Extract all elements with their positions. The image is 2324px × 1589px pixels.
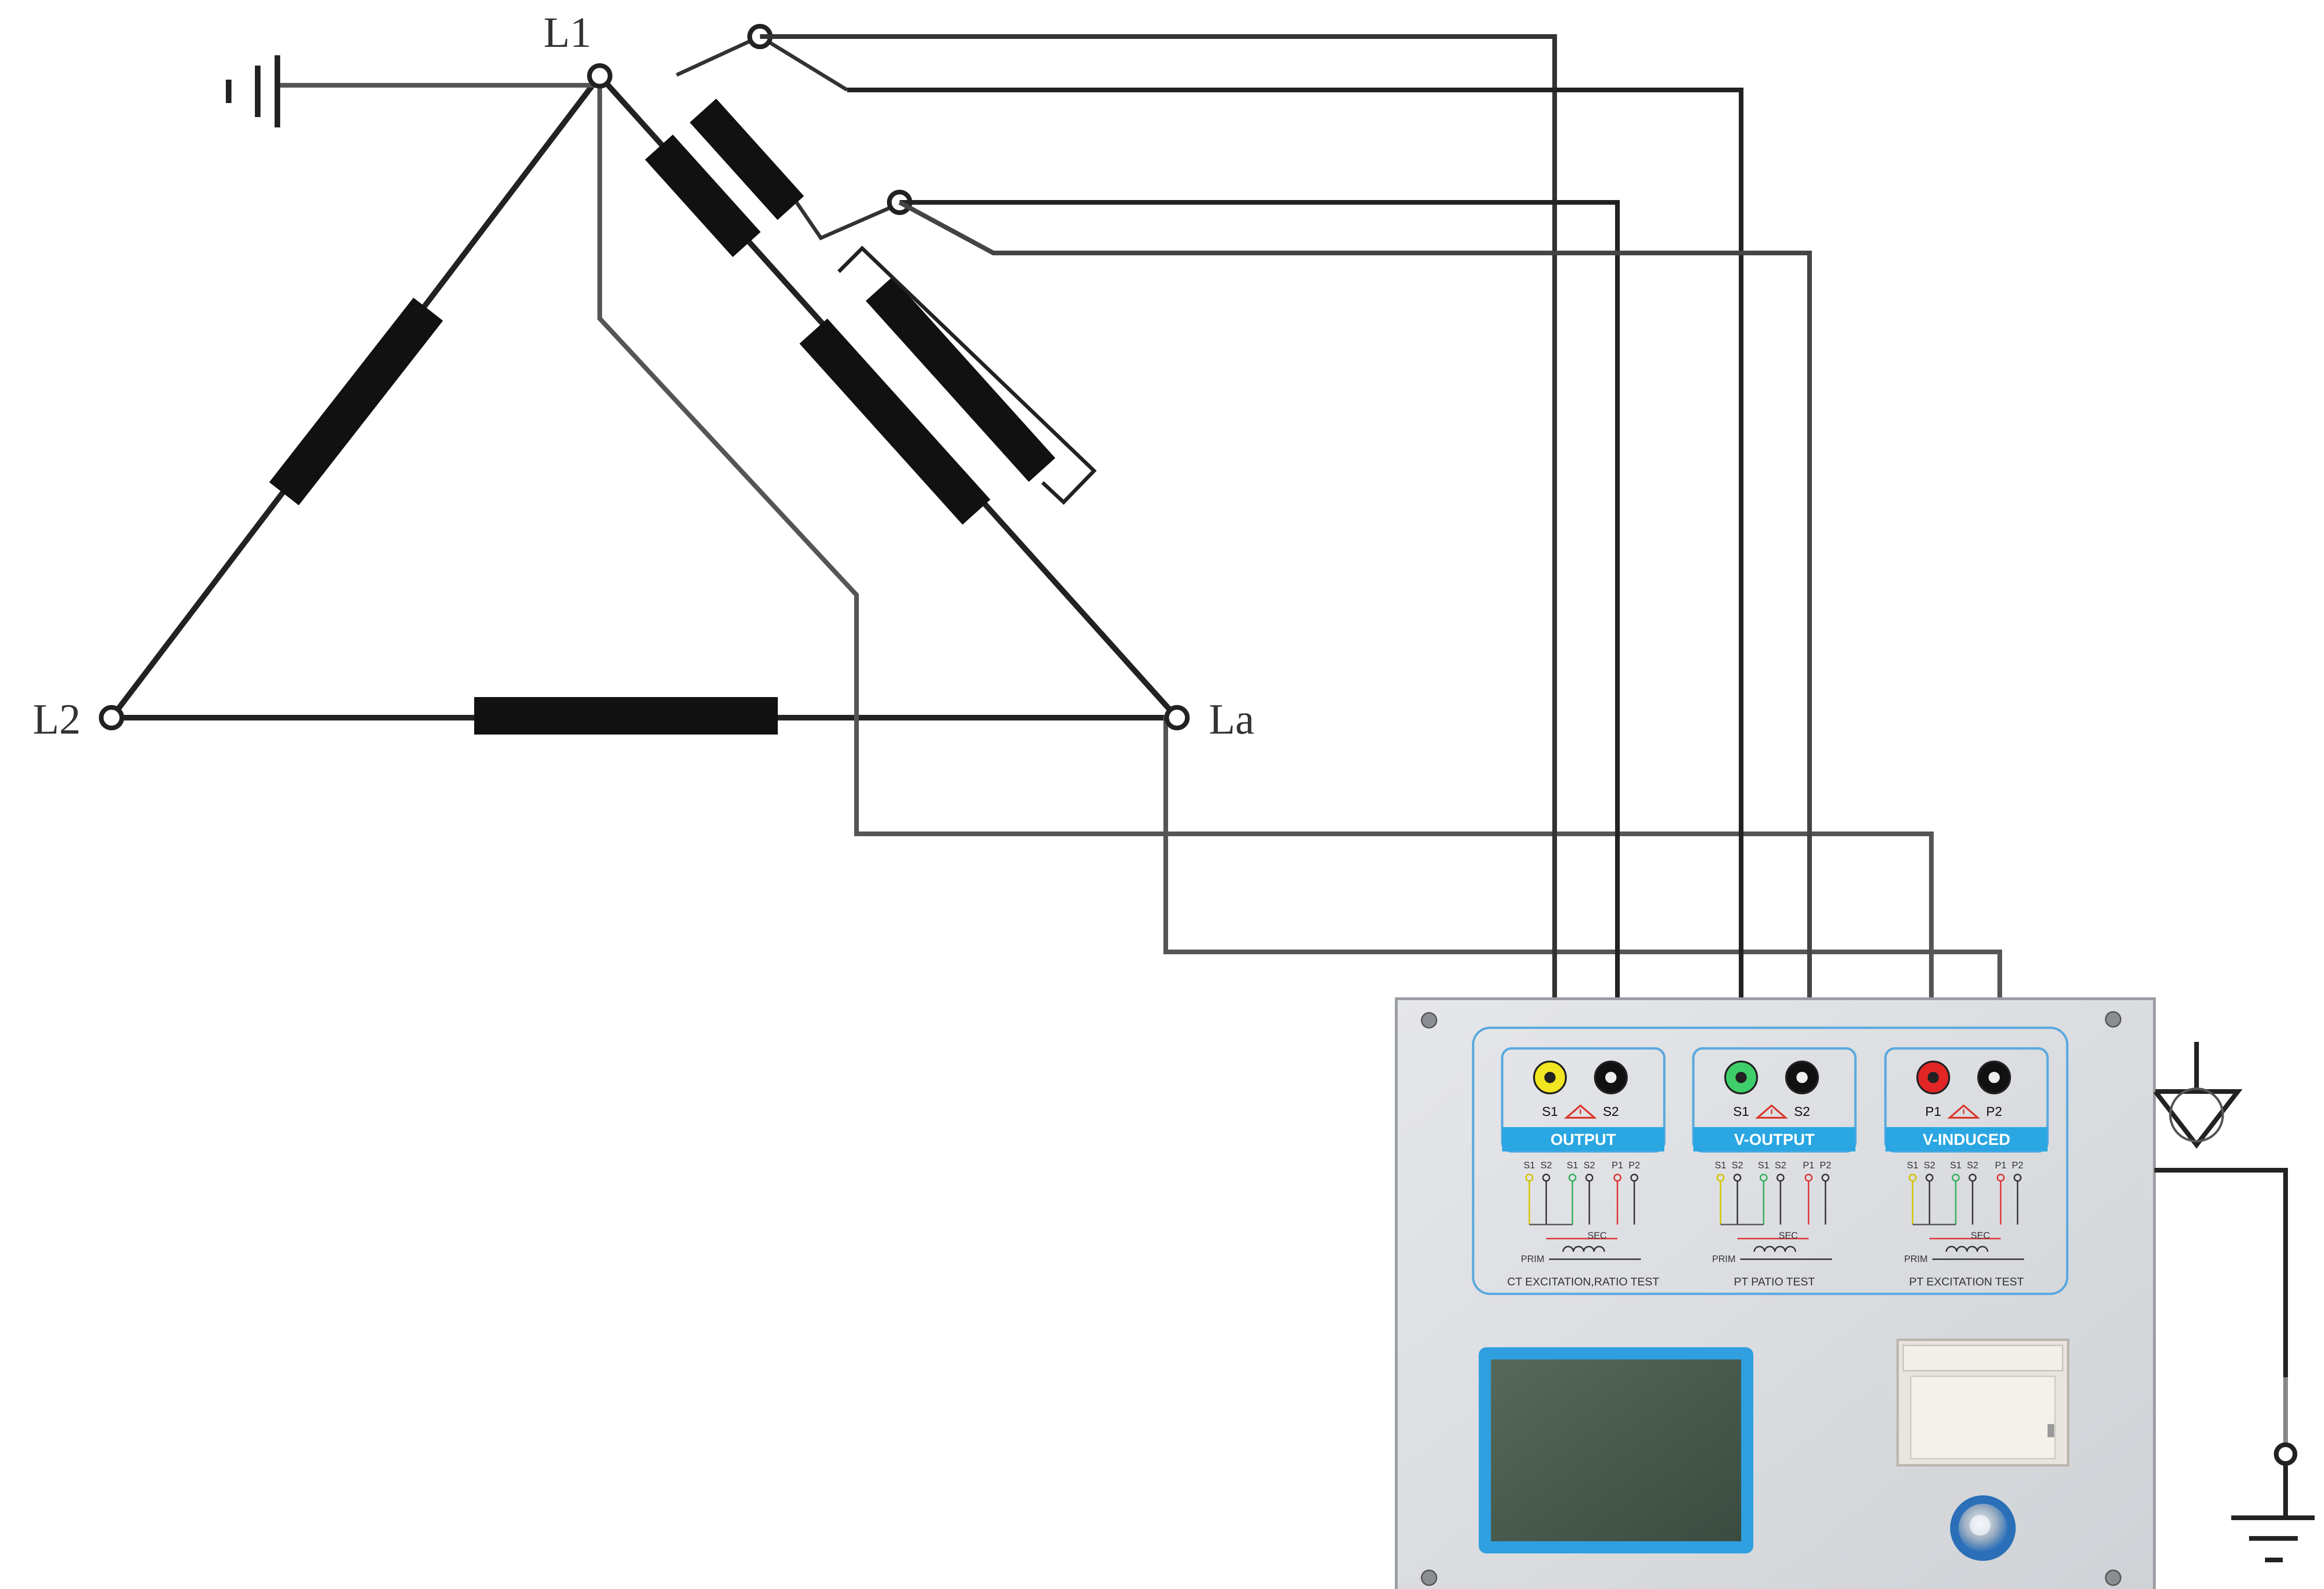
winding-pt-primary [799, 319, 991, 525]
group-caption: PT PATIO TEST [1734, 1276, 1815, 1288]
group-bar [1885, 1127, 2048, 1151]
connection-wires [760, 34, 2002, 1077]
schematic-label: P2 [2012, 1160, 2023, 1171]
terminal-s2[interactable] [1594, 1061, 1628, 1094]
schematic-label: S1 [1758, 1160, 1769, 1171]
terminal-label-left: S1 [1542, 1104, 1558, 1119]
schematic-label: S1 [1950, 1160, 1961, 1171]
terminal-label-right: S2 [1603, 1104, 1619, 1119]
schematic-label: PRIM [1904, 1254, 1928, 1264]
schematic-label: P1 [1995, 1160, 2006, 1171]
winding-ct-primary [645, 134, 761, 257]
ground-icon [2153, 1089, 2243, 1149]
winding-ct-secondary [690, 98, 804, 220]
label-l2: L2 [33, 695, 81, 743]
winding-l1-l2 [269, 297, 443, 505]
winding-pt-secondary [865, 277, 1056, 482]
schematic-label: SEC [1779, 1231, 1798, 1241]
schematic-label: S2 [1775, 1160, 1786, 1171]
wire-pt-s2 [898, 200, 1812, 1077]
ground-icon [226, 55, 600, 127]
wire-l1-to-induced [597, 76, 1934, 984]
schematic-label: P2 [1629, 1160, 1640, 1171]
terminal-p2[interactable] [1977, 1061, 2011, 1094]
wire-pt-s1 [900, 200, 1620, 1077]
warning-icon [1755, 1104, 1788, 1119]
terminal-p1[interactable] [1916, 1061, 1950, 1094]
group-bar [1693, 1127, 1855, 1151]
schematic-label: S2 [1732, 1160, 1743, 1171]
terminal-label-right: P2 [1986, 1104, 2002, 1119]
terminal-label-left: P1 [1925, 1104, 1941, 1119]
terminal-s1[interactable] [1533, 1061, 1567, 1094]
schematic-label: P1 [1612, 1160, 1623, 1171]
knob-icon[interactable] [1950, 1495, 2016, 1561]
lcd-screen [1491, 1359, 1741, 1541]
schematic-label: S2 [1541, 1160, 1552, 1171]
group-bar-label: V-INDUCED [1922, 1131, 2010, 1149]
group-bar-label: V-OUTPUT [1734, 1131, 1815, 1149]
pt-secondary-outline [837, 245, 1097, 505]
schematic-label: SEC [1587, 1231, 1607, 1241]
schematic-label: S1 [1907, 1160, 1918, 1171]
wire-l3-to-induced [1163, 715, 2002, 984]
schematic-label: S1 [1567, 1160, 1578, 1171]
terminal-s2[interactable] [1785, 1061, 1819, 1094]
screw-icon [1421, 1011, 2122, 1586]
label-l1: L1 [544, 8, 591, 56]
schematic-label: S1 [1715, 1160, 1726, 1171]
group-bar [1502, 1127, 1664, 1151]
warning-icon [1564, 1104, 1597, 1119]
triangle-network: L1 L2 La [33, 8, 2002, 984]
schematic-label: SEC [1971, 1231, 1990, 1241]
group-caption: CT EXCITATION,RATIO TEST [1507, 1276, 1660, 1288]
terminal-area-outline [1472, 1026, 2069, 1295]
warning-icon [1947, 1104, 1981, 1119]
schematic-label: P2 [1820, 1160, 1831, 1171]
schematic-label: S2 [1584, 1160, 1595, 1171]
schematic-label: S2 [1967, 1160, 1978, 1171]
label-l3: La [1209, 695, 1254, 743]
panel-ground-terminal[interactable] [2274, 1442, 2297, 1466]
node-l3[interactable] [1164, 705, 1190, 730]
schematic-label: PRIM [1712, 1254, 1736, 1264]
terminal-label-left: S1 [1733, 1104, 1749, 1119]
node-l1[interactable] [587, 63, 612, 89]
terminal-label-right: S2 [1794, 1104, 1810, 1119]
wire-ct-s2 [847, 88, 1743, 1077]
printer-icon[interactable] [1896, 1338, 2070, 1467]
panel-ground [2153, 1042, 2315, 1562]
schematic-label: PRIM [1521, 1254, 1544, 1264]
schematic-label: P1 [1803, 1160, 1814, 1171]
wire-ct-s1 [760, 34, 1557, 1077]
node-l2[interactable] [99, 705, 124, 730]
schematic-label: S2 [1924, 1160, 1935, 1171]
terminal-s1[interactable] [1724, 1061, 1758, 1094]
group-bar-label: OUTPUT [1550, 1131, 1616, 1149]
ct-secondary-lead-b [795, 201, 897, 240]
winding-l2-l3 [474, 697, 778, 735]
schematic-label: S1 [1524, 1160, 1535, 1171]
group-caption: PT EXCITATION TEST [1909, 1276, 2024, 1288]
